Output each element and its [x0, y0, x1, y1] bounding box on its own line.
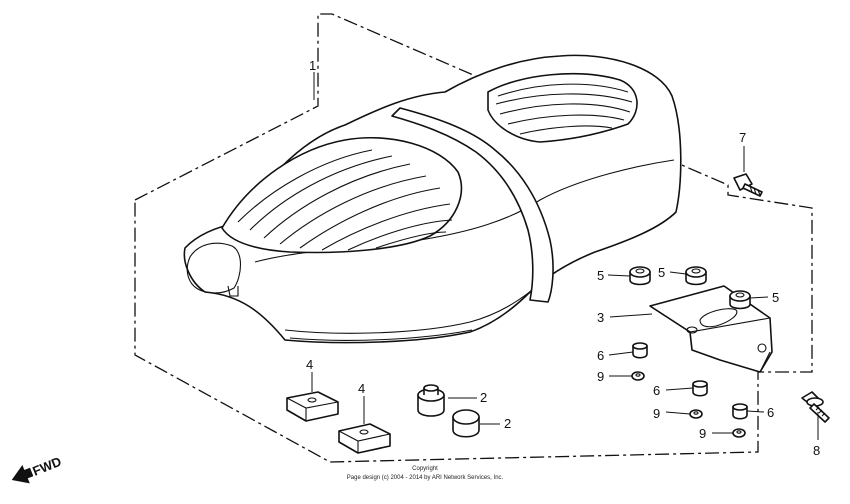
forward-label: FWD	[30, 454, 63, 479]
bolt-7	[733, 173, 763, 197]
callout-9a: 9	[597, 369, 604, 384]
assembly-outline	[134, 13, 813, 463]
nut-9c	[732, 428, 746, 438]
callout-6b: 6	[653, 383, 660, 398]
callout-8: 8	[813, 443, 820, 458]
seat-front-tab	[227, 285, 239, 297]
nut-9a	[631, 371, 645, 381]
copyright-line-1: Copyright	[412, 466, 438, 472]
callout-9c: 9	[699, 426, 706, 441]
callout-5c: 5	[772, 290, 779, 305]
cushion-block-4a	[286, 391, 339, 422]
seat-bottom-trim	[284, 283, 541, 334]
cushion-block-4b	[338, 423, 391, 454]
copyright-line-2: Page design (c) 2004 - 2014 by ARI Netwo…	[347, 475, 504, 481]
nut-9b	[689, 409, 703, 419]
rubber-mount-2b	[452, 409, 480, 438]
callout-4a: 4	[306, 357, 313, 372]
rider-pad-pleats	[237, 149, 453, 251]
passenger-pad-pleats	[495, 83, 633, 135]
bolt-8	[801, 391, 830, 423]
callout-9b: 9	[653, 406, 660, 421]
callout-6a: 6	[597, 348, 604, 363]
grommet-5a	[629, 266, 651, 286]
callout-5a: 5	[597, 268, 604, 283]
seat-front-opening	[186, 242, 242, 294]
callout-labels: 1 2 2 3 4 4 5 5 5 6 6 6 7 8 9 9 9	[306, 58, 820, 458]
collar-6b	[692, 380, 708, 397]
seat-bottom-trim-2	[289, 329, 473, 341]
callout-7: 7	[739, 130, 746, 145]
grommet-5c	[729, 290, 751, 310]
rubber-mount-2a	[417, 384, 445, 417]
collar-6c	[732, 403, 748, 420]
callout-5b: 5	[658, 265, 665, 280]
callout-6c: 6	[767, 405, 774, 420]
callout-3: 3	[597, 310, 604, 325]
collar-6a	[632, 342, 648, 359]
forward-direction-indicator: FWD	[11, 454, 63, 484]
passenger-pad	[487, 72, 638, 143]
seat-bracket	[649, 285, 773, 373]
seat-strap	[391, 107, 554, 303]
callout-2b: 2	[504, 416, 511, 431]
grommet-5b	[685, 266, 707, 286]
callout-2a: 2	[480, 390, 487, 405]
forward-arrow-icon	[11, 464, 34, 484]
callout-4b: 4	[358, 381, 365, 396]
rider-pad	[221, 136, 463, 254]
seat-assembly	[183, 54, 682, 344]
leader-lines	[311, 72, 819, 440]
callout-1: 1	[309, 58, 316, 73]
